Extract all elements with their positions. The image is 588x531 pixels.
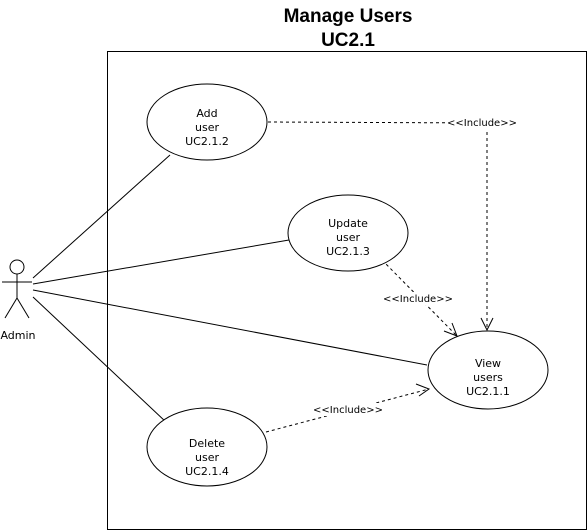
include-label-update: <<Include>> — [383, 294, 453, 305]
association-admin-delete-user — [32, 296, 167, 423]
update-user-line-1: Update — [328, 217, 368, 230]
use-case-update-user[interactable]: Update user UC2.1.3 — [287, 194, 409, 272]
actor-label: Admin — [0, 329, 35, 342]
use-case-add-user[interactable]: Add user UC2.1.2 — [146, 83, 268, 161]
association-admin-add-user — [32, 154, 171, 279]
view-users-line-2: users — [473, 371, 503, 384]
actor-head-icon — [9, 259, 25, 275]
delete-user-line-3: UC2.1.4 — [185, 465, 229, 478]
view-users-line-1: View — [475, 357, 501, 370]
actor-right-leg — [16, 297, 30, 319]
add-user-line-3: UC2.1.2 — [185, 135, 229, 148]
diagram-title-line-2: UC2.1 — [321, 30, 375, 51]
update-user-line-2: user — [336, 231, 360, 244]
include-delete-to-view: <<Include>> — [265, 383, 431, 433]
association-admin-update-user — [32, 239, 290, 285]
include-label-add: <<Include>> — [447, 118, 517, 129]
delete-user-line-2: user — [195, 451, 219, 464]
use-case-delete-user[interactable]: Delete user UC2.1.4 — [146, 407, 268, 487]
add-user-line-2: user — [195, 121, 219, 134]
add-user-line-1: Add — [196, 107, 217, 120]
association-admin-view-users — [32, 289, 428, 366]
actor-left-leg — [4, 297, 18, 319]
actor-admin[interactable]: Admin — [0, 259, 36, 342]
include-add-to-view: <<Include>> — [267, 116, 518, 332]
delete-user-line-1: Delete — [189, 437, 225, 450]
include-label-delete: <<Include>> — [313, 405, 383, 416]
update-user-line-3: UC2.1.3 — [326, 245, 370, 258]
view-users-line-3: UC2.1.1 — [466, 385, 510, 398]
use-case-view-users[interactable]: View users UC2.1.1 — [427, 330, 549, 410]
diagram-title-line-1: Manage Users — [284, 6, 413, 27]
